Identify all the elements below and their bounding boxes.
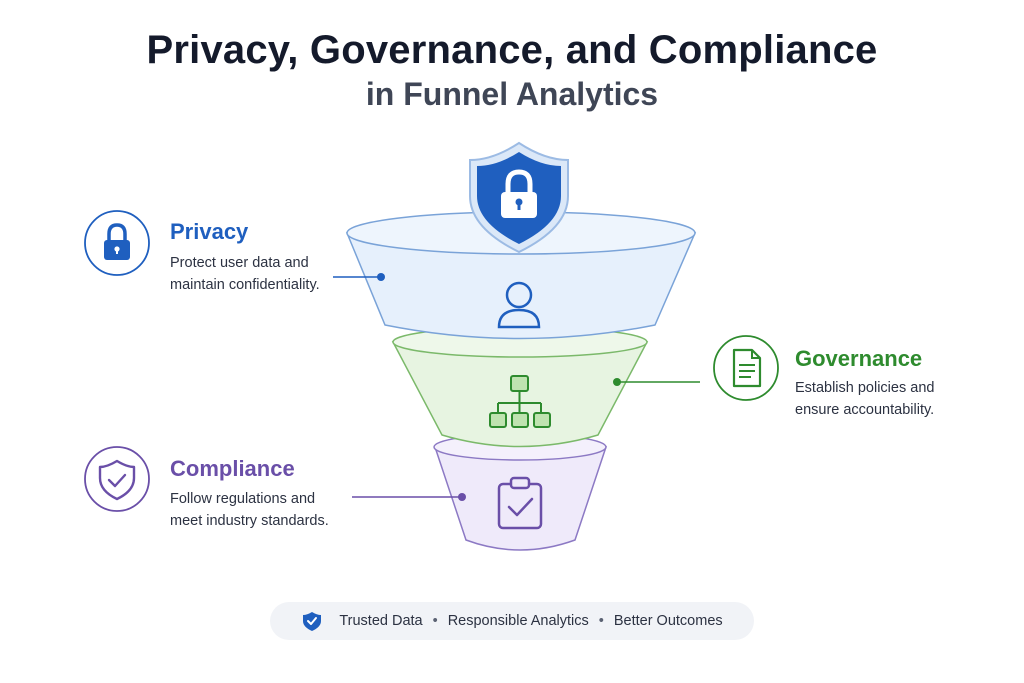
footer-item-trusted-data: Trusted Data	[339, 613, 423, 629]
compliance-description: Follow regulations and meet industry sta…	[170, 491, 329, 529]
privacy-description: Protect user data and maintain confident…	[170, 255, 320, 293]
shield-check-icon	[84, 446, 150, 512]
shield-lock-icon	[469, 141, 569, 254]
privacy-label: Privacy	[170, 219, 249, 244]
footer-separator: •	[432, 613, 438, 629]
footer-banner: Trusted Data • Responsible Analytics • B…	[270, 602, 754, 640]
clipboard-check-icon	[497, 476, 543, 530]
page-title: Privacy, Governance, and Compliance	[146, 28, 878, 72]
user-icon	[497, 281, 541, 329]
connector-privacy	[333, 273, 385, 281]
connector-governance	[613, 378, 700, 386]
footer-item-better-outcomes: Better Outcomes	[613, 613, 723, 629]
connector-compliance	[352, 493, 466, 501]
hierarchy-icon	[489, 375, 551, 428]
document-icon	[713, 335, 779, 401]
shield-check-icon	[303, 612, 322, 631]
compliance-label: Compliance	[170, 456, 295, 481]
footer-item-responsible-analytics: Responsible Analytics	[447, 613, 589, 629]
governance-description: Establish policies and ensure accountabi…	[795, 380, 935, 418]
funnel-tier-compliance	[433, 433, 608, 551]
page-subtitle: in Funnel Analytics	[365, 76, 659, 112]
lock-icon	[84, 210, 150, 276]
governance-label: Governance	[795, 346, 923, 371]
footer-separator: •	[598, 613, 604, 629]
